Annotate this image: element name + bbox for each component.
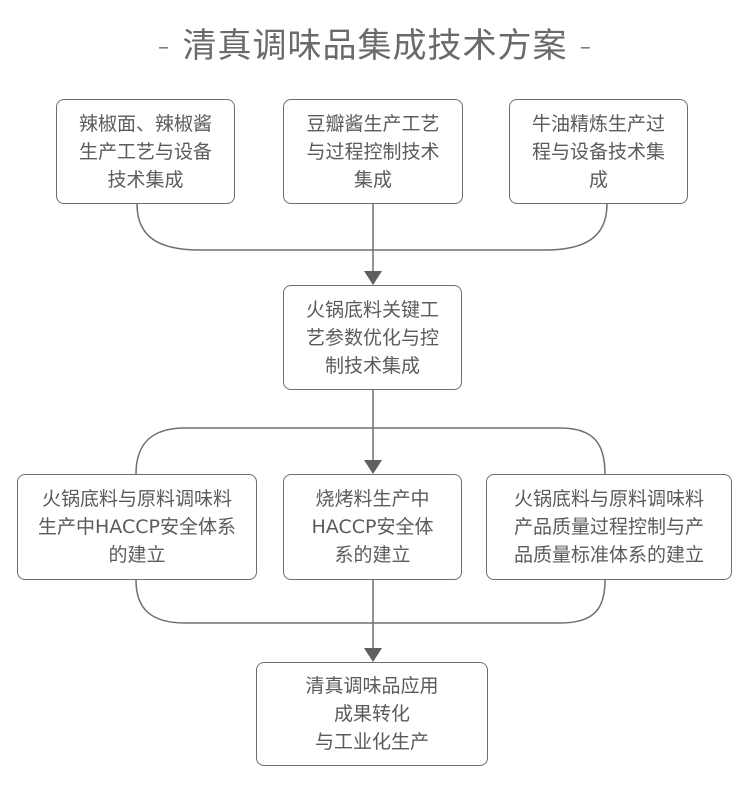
node-text-line: HACCP安全体 <box>311 516 434 538</box>
node-text-line: 火锅底料与原料调味料 <box>513 488 704 510</box>
node-haccp-bbq: 烧烤料生产中 HACCP安全体 系的建立 <box>283 474 462 580</box>
node-text-line: 产品质量过程控制与产 <box>513 516 704 538</box>
edge-hotpot-base-to-haccp-hotpot <box>135 427 373 475</box>
diagram-title: - 清真调味品集成技术方案 - <box>157 26 593 66</box>
node-chili-tech: 辣椒面、辣椒酱 生产工艺与设备 技术集成 <box>56 99 235 204</box>
arrowhead-icon <box>364 271 382 285</box>
node-bean-paste-tech: 豆瓣酱生产工艺 与过程控制技术 集成 <box>283 99 463 204</box>
node-text-line: 制技术集成 <box>324 354 420 377</box>
node-text-line: 技术集成 <box>107 168 184 191</box>
node-text-line: 品质量标准体系的建立 <box>513 544 704 566</box>
node-tallow-tech: 牛油精炼生产过 程与设备技术集 成 <box>509 99 688 204</box>
node-hotpot-base-tech: 火锅底料关键工 艺参数优化与控 制技术集成 <box>283 285 462 390</box>
node-text-line: 成 <box>588 168 608 191</box>
node-text-line: 火锅底料关键工 <box>305 298 439 321</box>
node-text-line: 集成 <box>353 168 392 191</box>
node-industrialization: 清真调味品应用 成果转化 与工业化生产 <box>256 662 488 766</box>
arrowhead-icon <box>364 460 382 474</box>
node-text-line: 的建立 <box>108 544 166 566</box>
arrowhead-icon <box>364 648 382 662</box>
node-text-line: 清真调味品应用 <box>305 675 439 697</box>
node-text-line: 生产工艺与设备 <box>78 140 212 163</box>
node-text-line: 牛油精炼生产过 <box>531 112 665 135</box>
node-text-line: 与过程控制技术 <box>306 140 440 163</box>
node-text-line: 烧烤料生产中 <box>315 488 430 510</box>
node-text-line: 成果转化 <box>333 703 410 725</box>
node-text-line: 辣椒面、辣椒酱 <box>78 112 212 135</box>
node-text-line: 程与设备技术集 <box>531 140 665 163</box>
node-text-line: 系的建立 <box>334 544 411 566</box>
edge-chili-to-hotpot-base <box>136 203 373 251</box>
edge-quality-to-industrialization <box>373 579 606 624</box>
node-text-line: 火锅底料与原料调味料 <box>41 488 232 510</box>
node-haccp-hotpot: 火锅底料与原料调味料 生产中HACCP安全体系 的建立 <box>17 474 257 580</box>
node-text-line: 生产中HACCP安全体系 <box>38 516 236 538</box>
node-quality-control: 火锅底料与原料调味料 产品质量过程控制与产 品质量标准体系的建立 <box>486 474 732 580</box>
edge-tallow-to-hotpot-base <box>373 203 608 251</box>
node-text-line: 艺参数优化与控 <box>305 326 439 349</box>
edge-hotpot-base-to-quality <box>373 427 606 475</box>
node-text-line: 豆瓣酱生产工艺 <box>306 112 440 135</box>
node-text-line: 与工业化生产 <box>314 731 429 753</box>
edge-haccp-hotpot-to-industrialization <box>135 579 373 624</box>
